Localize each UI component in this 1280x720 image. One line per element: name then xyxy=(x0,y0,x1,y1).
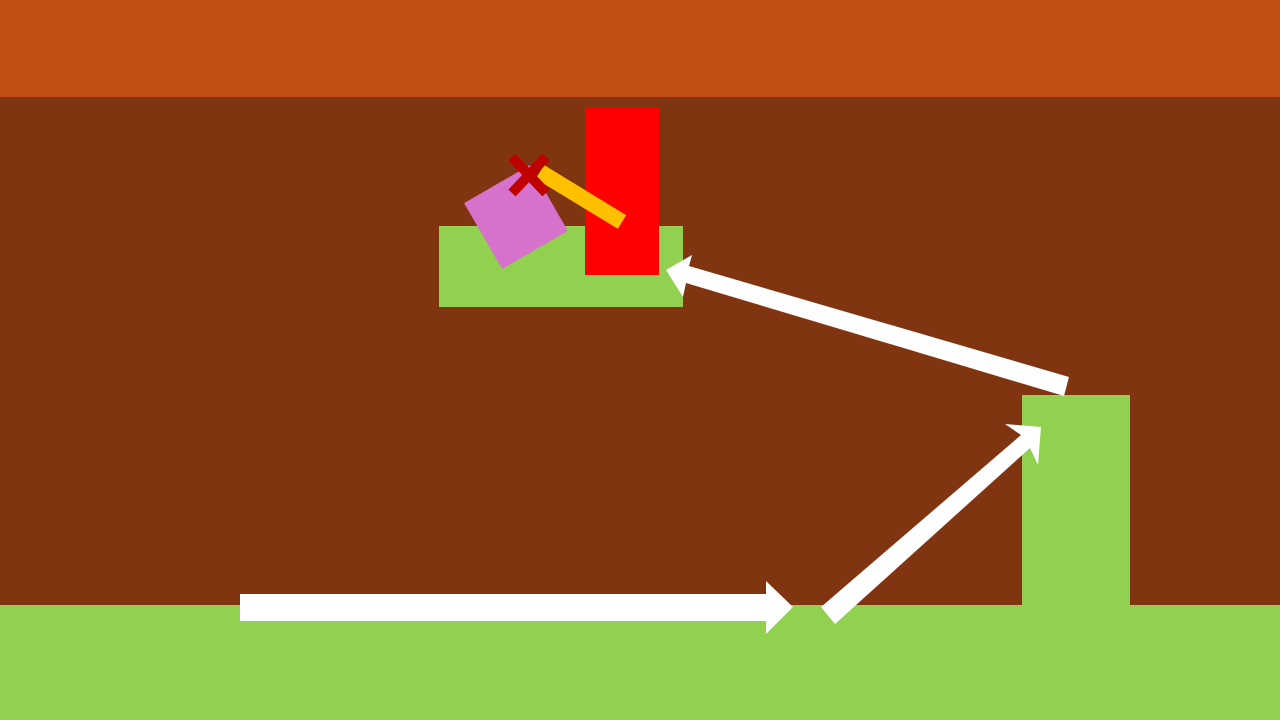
x-cross-marker-icon xyxy=(508,153,550,197)
arrow-up-left-icon xyxy=(666,255,1069,396)
player-stick xyxy=(535,165,627,229)
red-obstacle-block xyxy=(585,107,659,275)
arrow-up-right-icon xyxy=(821,424,1041,624)
ground-platform xyxy=(0,605,1280,720)
arrow-right-icon xyxy=(240,581,793,634)
sky-band xyxy=(0,0,1280,97)
path-arrows xyxy=(240,255,1069,634)
player-character xyxy=(464,153,627,269)
